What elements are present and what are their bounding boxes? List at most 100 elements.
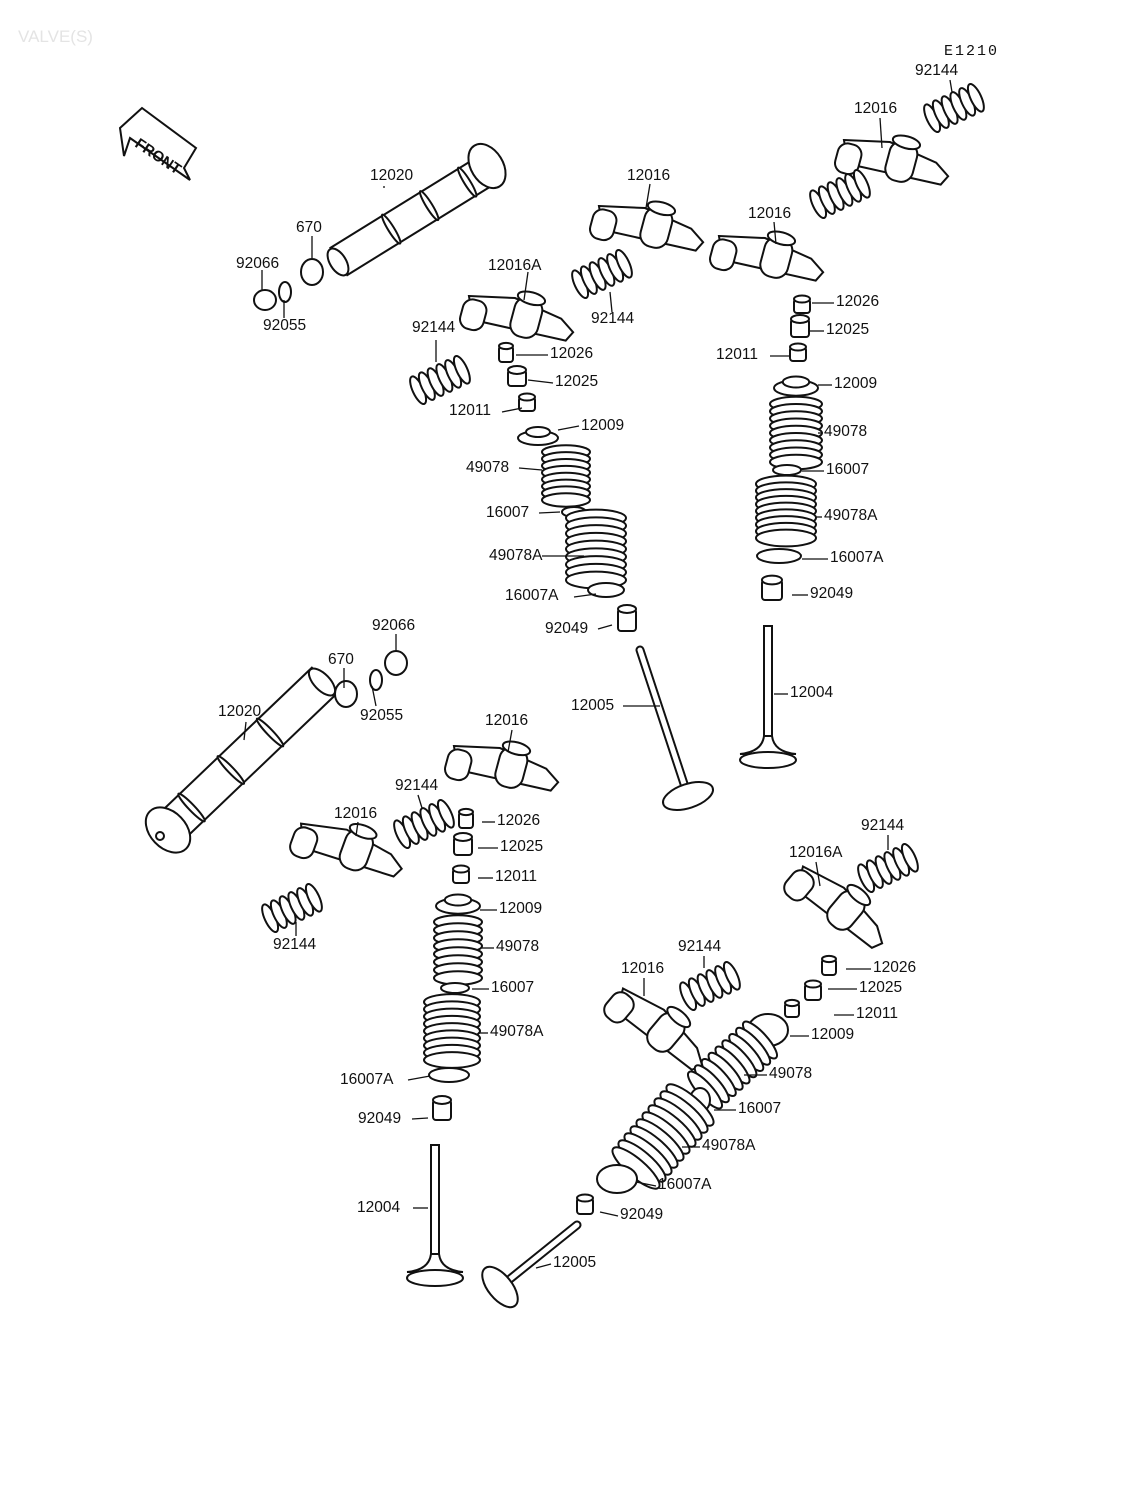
callout-leader [535, 1263, 552, 1269]
part-callout: 12026 [836, 293, 879, 310]
callout-leader [507, 729, 513, 753]
callout-leader [573, 593, 597, 598]
rocker-arm-part [459, 290, 575, 342]
rocker-arm-part [709, 230, 825, 282]
part-callout: 12020 [370, 167, 413, 184]
callout-leader [557, 425, 580, 431]
part-callout: 16007 [826, 461, 869, 478]
o-ring-part [334, 680, 358, 708]
part-callout: 12009 [834, 375, 877, 392]
page-title: VALVE(S) [18, 27, 93, 46]
spring-retainer-part [773, 375, 819, 397]
callout-leader [527, 379, 554, 384]
part-callout: 12004 [790, 684, 833, 701]
part-callout: 92144 [273, 936, 316, 953]
adjust-screw-part [453, 832, 473, 856]
part-callout: 16007A [340, 1071, 394, 1088]
rocker-arm-part [834, 134, 950, 186]
part-callout: 16007A [830, 549, 884, 566]
valve-spring-part [769, 395, 823, 471]
adjust-nut-part [458, 807, 474, 829]
rocker-arm-part [289, 822, 404, 878]
shaft-end [326, 247, 350, 277]
part-callout: 92049 [620, 1206, 663, 1223]
part-callout: 92066 [372, 617, 415, 634]
part-callout: 12009 [581, 417, 624, 434]
spring-seat-part [596, 1164, 638, 1194]
rocker-arm-part [603, 987, 704, 1071]
valve-cotter-part [452, 864, 470, 884]
callout-leader [879, 117, 883, 149]
rocker-arm-part [444, 740, 560, 792]
part-callout: 92144 [861, 817, 904, 834]
spring-retainer-part [435, 893, 481, 915]
spring-part [679, 961, 741, 1011]
part-callout: 92055 [360, 707, 403, 724]
spring-part [571, 249, 633, 299]
spring-part [857, 843, 919, 893]
callout-leader [815, 861, 821, 887]
callout-leader [355, 821, 359, 837]
valve-cotter-part [518, 392, 536, 412]
part-callout: 12011 [856, 1005, 898, 1022]
part-callout: 16007A [658, 1176, 712, 1193]
part-callout: 12025 [500, 838, 543, 855]
adjust-nut-part [821, 954, 837, 976]
part-callout: 92049 [358, 1110, 401, 1127]
callout-leader [417, 794, 423, 809]
valve-spring-part [541, 444, 591, 508]
front-arrow-icon: FRONT [118, 106, 198, 181]
diagram-code: E1210 [944, 43, 999, 60]
valve-spring-part [755, 474, 817, 548]
plug-part [384, 650, 408, 676]
valve-seal-part [761, 574, 783, 601]
spring-retainer-part [517, 426, 559, 446]
part-callout: 12016 [627, 167, 670, 184]
rocker-arm-part [783, 865, 884, 949]
callout-leader [597, 624, 613, 630]
spring-seat-part [756, 548, 802, 564]
part-callout: 49078 [824, 423, 867, 440]
valve-cotter-part [784, 998, 800, 1018]
part-callout: 12026 [550, 345, 593, 362]
spring-part [409, 355, 471, 405]
callout-leader [501, 407, 523, 413]
part-callout: 16007A [505, 587, 559, 604]
part-callout: 12025 [555, 373, 598, 390]
shaft-hole [155, 831, 165, 841]
adjust-screw-part [507, 365, 527, 387]
valve-spring-part [565, 508, 627, 590]
washer-part [278, 281, 292, 303]
part-callout: 92055 [263, 317, 306, 334]
rocker-arm-part [589, 200, 705, 252]
part-callout: 12005 [553, 1254, 596, 1271]
part-callout: 670 [328, 651, 354, 668]
part-callout: 12026 [873, 959, 916, 976]
part-callout: 49078 [466, 459, 509, 476]
part-callout: 12011 [716, 346, 758, 363]
part-callout: 12020 [218, 703, 261, 720]
spring-part [923, 83, 985, 133]
part-callout: 49078A [824, 507, 878, 524]
shaft-end [307, 667, 337, 697]
part-callout: 12016 [334, 805, 377, 822]
part-callout: 12009 [811, 1026, 854, 1043]
part-callout: 16007 [486, 504, 529, 521]
spring-part [393, 799, 455, 849]
spring-part [261, 883, 323, 933]
part-callout: 12025 [826, 321, 869, 338]
part-callout: 12025 [859, 979, 902, 996]
valve-spring-part [433, 914, 483, 986]
part-callout: 670 [296, 219, 322, 236]
valve-seal-part [432, 1095, 452, 1121]
part-callout: 12004 [357, 1199, 400, 1216]
part-callout: 92066 [236, 255, 279, 272]
adjust-screw-part [804, 979, 822, 1001]
shaft-head [467, 142, 507, 190]
valve-part [406, 1144, 464, 1287]
rocker-shaft-part [329, 153, 499, 277]
part-callout: 12011 [495, 868, 537, 885]
part-callout: 49078A [702, 1137, 756, 1154]
part-callout: 49078A [489, 547, 543, 564]
valve-part [635, 645, 714, 811]
